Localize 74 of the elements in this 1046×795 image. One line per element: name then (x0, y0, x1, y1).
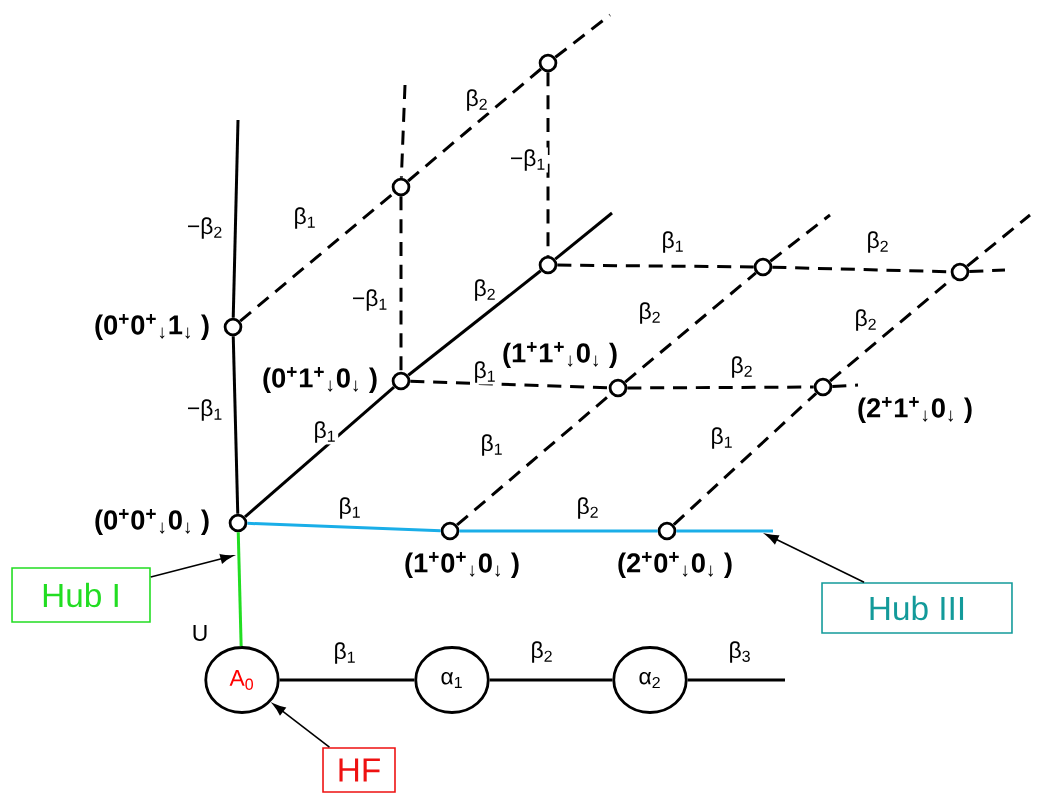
coordinate-label: (0$^{+}$0$^{+}$$_{↓}$1$_{↓}$ ) (95, 314, 209, 340)
coordinate-label: (1$^{+}$0$^{+}$$_{↓}$0$_{↓}$ ) (405, 552, 519, 578)
edge-label: β$_{2}$ (728, 354, 756, 380)
vertex-dot (608, 378, 628, 398)
edge-label: β$_{2}$ (471, 277, 499, 303)
edge-label: −β$_{2}$ (185, 215, 225, 241)
coordinate-label: (1$^{+}$1$^{+}$$_{↓}$0$_{↓}$ ) (503, 342, 617, 368)
edge-label: β$_{1}$ (471, 359, 499, 385)
vertex-dot (223, 317, 243, 337)
connector-line (407, 67, 542, 183)
edge-label: −β$_{1}$ (185, 397, 225, 423)
connector-line (239, 191, 395, 323)
connector-line (554, 13, 611, 59)
edge-label: β$_{2}$ (463, 87, 491, 113)
connector-line (687, 678, 785, 682)
connector-line (624, 271, 757, 384)
edge-label: β$_{2}$ (864, 229, 892, 255)
connector-line (769, 213, 831, 263)
coordinate-label: (0$^{+}$0$^{+}$$_{↓}$0$_{↓}$ ) (95, 509, 209, 535)
vertex-dot (657, 521, 677, 541)
coordinate-label: (0$^{+}$1$^{+}$$_{↓}$0$_{↓}$ ) (263, 367, 377, 393)
connector-line (231, 119, 240, 318)
edge-label: β$_{1}$ (478, 432, 506, 458)
edge-label: β$_{2}$ (528, 639, 556, 665)
connector-line (407, 269, 542, 377)
edge-label: β$_{2}$ (574, 495, 602, 521)
connector-line (627, 385, 814, 390)
hub-label-box: Hub III (821, 582, 1013, 634)
vertex-dot (950, 262, 970, 282)
edge-label: U (190, 623, 210, 643)
connector-line (546, 72, 550, 256)
connector-line (489, 678, 613, 682)
vertex-dot (538, 53, 558, 73)
hub-label-box: Hub I (11, 567, 151, 623)
connector-line (236, 532, 243, 647)
connector-line (410, 379, 609, 390)
edge-label: β$_{3}$ (726, 639, 754, 665)
leader-arrow (272, 703, 331, 748)
connector-line (672, 392, 818, 526)
edge-label: −β$_{1}$ (350, 287, 390, 313)
connector-line (557, 263, 754, 269)
connector-line (231, 336, 240, 514)
vertex-dot (813, 377, 833, 397)
edge-label: β$_{1}$ (708, 425, 736, 451)
edge-label: β$_{1}$ (336, 495, 364, 521)
vertex-dot (228, 513, 248, 533)
connector-line (676, 529, 773, 533)
edge-label: β$_{1}$ (331, 640, 359, 666)
connector-line (279, 678, 415, 682)
edge-label: β$_{2}$ (636, 300, 664, 326)
vertex-dot (753, 257, 773, 277)
vertex-dot (391, 371, 411, 391)
connector-line (969, 268, 1006, 274)
connector-line (966, 213, 1031, 268)
vertex-dot (391, 177, 411, 197)
leader-arrow (150, 554, 234, 578)
connector-line (247, 521, 441, 533)
connector-line (399, 196, 403, 372)
edge-label: β$_{2}$ (852, 307, 880, 333)
connector-line (399, 84, 407, 178)
connector-line (832, 383, 859, 388)
connector-line (244, 386, 395, 518)
edge-label: β$_{1}$ (659, 229, 687, 255)
hub-label-box: HF (322, 747, 396, 793)
coordinate-label: (2$^{+}$1$^{+}$$_{↓}$0$_{↓}$ ) (858, 397, 972, 423)
connector-line (459, 529, 658, 533)
vertex-dot (538, 255, 558, 275)
edge-label: −β$_{1}$ (508, 147, 548, 173)
coordinate-label: (2$^{+}$0$^{+}$$_{↓}$0$_{↓}$ ) (618, 552, 732, 578)
vertex-dot (440, 521, 460, 541)
leader-arrow (765, 533, 865, 583)
edge-label: β$_{1}$ (291, 205, 319, 231)
edge-label: β$_{1}$ (311, 419, 339, 445)
connector-line (554, 211, 613, 261)
